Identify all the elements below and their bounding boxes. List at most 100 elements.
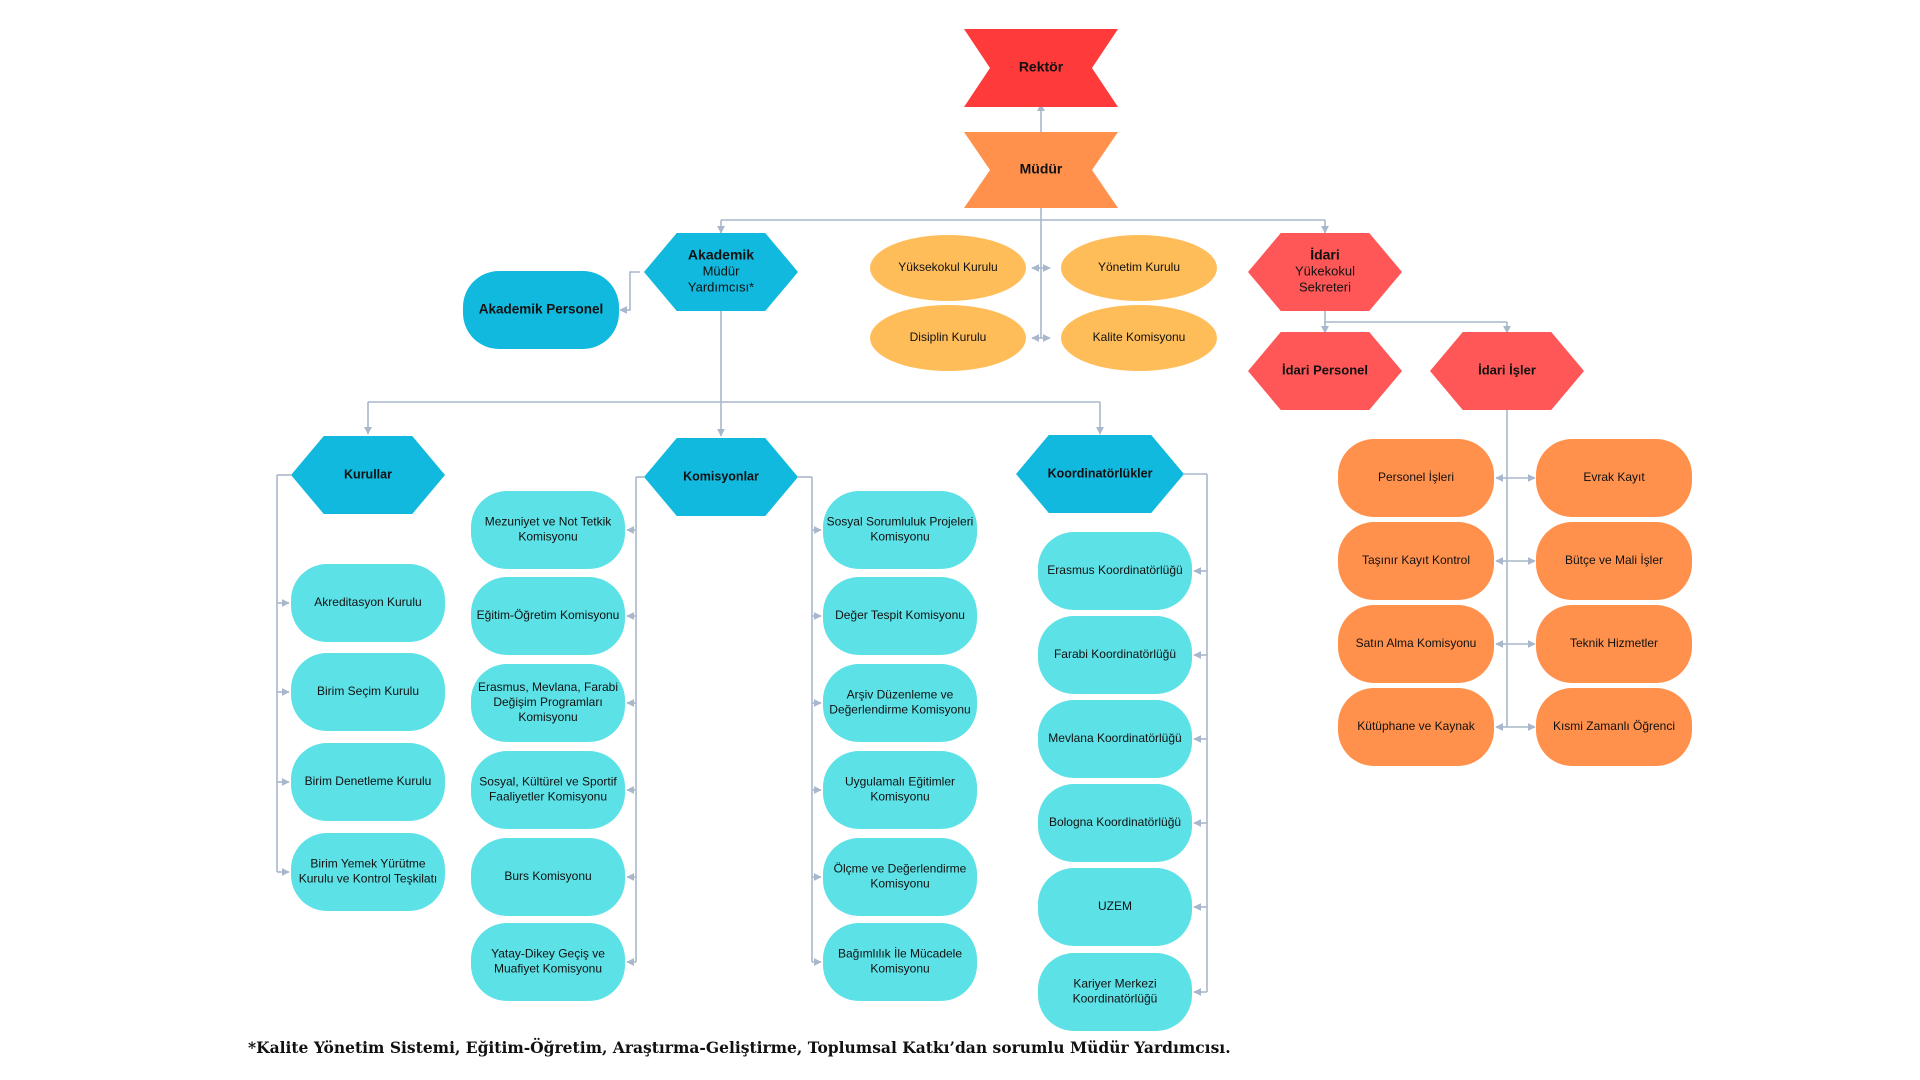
komisyon-left-item-erasmus-mevlana-farabi-degisim-programla-label-1: Erasmus, Mevlana, Farabi (478, 680, 618, 694)
koordinatorlukler-node-label: Koordinatörlükler (1048, 466, 1153, 480)
kurullar-item-birim-denetleme-kurulu-label: Birim Denetleme Kurulu (305, 774, 432, 788)
connector-akademik-personel (619, 271, 640, 314)
koord-item-mevlana-koordinatorlugu-label: Mevlana Koordinatörlüğü (1048, 731, 1181, 745)
kurullar-item-akreditasyon-kurulu: Akreditasyon Kurulu (291, 564, 445, 642)
rektor-node-label: Rektör (1019, 59, 1064, 75)
koordinatorlukler-node: Koordinatörlükler (1016, 435, 1184, 513)
komisyon-right-item-olcme-ve-degerlendirme-komisyonu-label-2: Komisyonu (870, 877, 929, 891)
komisyonlar-node-label: Komisyonlar (683, 469, 759, 483)
idari-right-butce-ve-mali-iisler-label: Bütçe ve Mali İşler (1565, 553, 1663, 567)
idari-right-butce-ve-mali-iisler: Bütçe ve Mali İşler (1536, 522, 1692, 600)
komisyon-left-item-sosyal-kulturel-ve-sportif-faaliyetler-k-label-2: Faaliyetler Komisyonu (489, 790, 607, 804)
komisyon-left-item-burs-komisyonu: Burs Komisyonu (471, 838, 625, 916)
komisyon-right-item-sosyal-sorumluluk-projeleri-komisyonu-label-1: Sosyal Sorumluluk Projeleri (827, 515, 974, 529)
kurullar-item-birim-secim-kurulu-label: Birim Seçim Kurulu (317, 684, 419, 698)
idari-personel-node: İdari Personel (1248, 332, 1402, 410)
komisyon-right-item-deger-tespit-komisyonu-label: Değer Tespit Komisyonu (835, 608, 965, 622)
idari-right-kismi-zamanli-ogrenci-label: Kısmi Zamanlı Öğrenci (1553, 719, 1675, 733)
mudur-node-label: Müdür (1020, 161, 1063, 177)
idari-left-personel-iisleri: Personel İşleri (1338, 439, 1494, 517)
komisyon-right-item-deger-tespit-komisyonu: Değer Tespit Komisyonu (823, 577, 977, 655)
komisyon-right-item-sosyal-sorumluluk-projeleri-komisyonu-label-2: Komisyonu (870, 530, 929, 544)
rektor-node: Rektör (964, 29, 1118, 107)
idari-right-evrak-kayit: Evrak Kayıt (1536, 439, 1692, 517)
komisyon-right-item-arsiv-duzenleme-ve-degerlendirme-komisyo-label-2: Değerlendirme Komisyonu (829, 703, 970, 717)
idari-left-personel-iisleri-label: Personel İşleri (1378, 470, 1454, 484)
akademik-personel-node: Akademik Personel (463, 271, 619, 349)
idari-isler-node: İdari İşler (1430, 332, 1584, 410)
idari-yuksekokul-sekreteri-node-label-3: Sekreteri (1299, 279, 1351, 294)
yonetim-kurulu-node: Yönetim Kurulu (1061, 235, 1217, 301)
akademik-personel-node-label: Akademik Personel (479, 302, 604, 317)
kurullar-item-birim-yemek-yurutme-kurulu-ve-kontrol-te-label-1: Birim Yemek Yürütme (310, 857, 425, 871)
komisyon-left-item-erasmus-mevlana-farabi-degisim-programla-label-2: Değişim Programları (493, 695, 602, 709)
koord-item-erasmus-koordinatorlugu-label: Erasmus Koordinatörlüğü (1047, 563, 1182, 577)
komisyon-right-item-arsiv-duzenleme-ve-degerlendirme-komisyo-label-1: Arşiv Düzenleme ve (847, 688, 954, 702)
idari-left-satin-alma-komisyonu-label: Satın Alma Komisyonu (1356, 636, 1477, 650)
connector-idari-bus (1324, 310, 1507, 323)
komisyon-left-item-mezuniyet-ve-not-tetkik-komisyonu-label-2: Komisyonu (518, 530, 577, 544)
koord-item-bologna-koordinatorlugu-label: Bologna Koordinatörlüğü (1049, 815, 1181, 829)
mudur-node: Müdür (964, 132, 1118, 208)
komisyon-left-item-yatay-dikey-gecis-ve-muafiyet-komisyonu-label-1: Yatay-Dikey Geçiş ve (491, 947, 605, 961)
akademik-mudur-yardimcisi-node-label-2: Müdür (703, 263, 741, 278)
komisyon-left-item-burs-komisyonu-label: Burs Komisyonu (504, 869, 591, 883)
koord-item-bologna-koordinatorlugu: Bologna Koordinatörlüğü (1038, 784, 1192, 862)
komisyon-right-item-bagimlilik-iile-mucadele-komisyonu-label-1: Bağımlılık İle Mücadele (838, 947, 962, 961)
koord-item-mevlana-koordinatorlugu: Mevlana Koordinatörlüğü (1038, 700, 1192, 778)
koord-item-farabi-koordinatorlugu-label: Farabi Koordinatörlüğü (1054, 647, 1176, 661)
komisyon-right-item-bagimlilik-iile-mucadele-komisyonu-label-2: Komisyonu (870, 962, 929, 976)
idari-right-kismi-zamanli-ogrenci: Kısmi Zamanlı Öğrenci (1536, 688, 1692, 766)
idari-left-tasinir-kayit-kontrol: Taşınır Kayıt Kontrol (1338, 522, 1494, 600)
disiplin-kurulu-node: Disiplin Kurulu (870, 305, 1026, 371)
idari-yuksekokul-sekreteri-node-label-1: İdari (1310, 247, 1340, 263)
idari-personel-node-label: İdari Personel (1282, 362, 1368, 377)
yonetim-kurulu-node-label: Yönetim Kurulu (1098, 260, 1180, 274)
komisyon-left-item-sosyal-kulturel-ve-sportif-faaliyetler-k-label-1: Sosyal, Kültürel ve Sportif (479, 775, 617, 789)
kurullar-item-birim-denetleme-kurulu: Birim Denetleme Kurulu (291, 743, 445, 821)
idari-right-teknik-hizmetler: Teknik Hizmetler (1536, 605, 1692, 683)
komisyon-right-item-uygulamali-egitimler-komisyonu-label-2: Komisyonu (870, 790, 929, 804)
idari-left-tasinir-kayit-kontrol-label: Taşınır Kayıt Kontrol (1362, 553, 1470, 567)
kurullar-node-label: Kurullar (344, 467, 392, 481)
idari-yuksekokul-sekreteri-node-label-2: Yükekokul (1295, 263, 1355, 278)
idari-left-satin-alma-komisyonu: Satın Alma Komisyonu (1338, 605, 1494, 683)
koord-item-uzem-label: UZEM (1098, 899, 1132, 913)
connector-lines (276, 103, 1536, 996)
kurullar-item-birim-secim-kurulu: Birim Seçim Kurulu (291, 653, 445, 731)
idari-right-teknik-hizmetler-label: Teknik Hizmetler (1570, 636, 1658, 650)
yuksekokul-kurulu-node: Yüksekokul Kurulu (870, 235, 1026, 301)
koord-item-farabi-koordinatorlugu: Farabi Koordinatörlüğü (1038, 616, 1192, 694)
idari-right-evrak-kayit-label: Evrak Kayıt (1583, 470, 1645, 484)
komisyon-left-item-egitim-ogretim-komisyonu-label: Eğitim-Öğretim Komisyonu (477, 608, 620, 622)
koord-item-erasmus-koordinatorlugu: Erasmus Koordinatörlüğü (1038, 532, 1192, 610)
kurullar-item-birim-yemek-yurutme-kurulu-ve-kontrol-te-label-2: Kurulu ve Kontrol Teşkilatı (299, 872, 438, 886)
idari-left-kutuphane-ve-kaynak: Kütüphane ve Kaynak (1338, 688, 1494, 766)
koord-item-kariyer-merkezi-koordinatorlugu-label-1: Kariyer Merkezi (1073, 977, 1156, 991)
org-nodes: RektörMüdürAkademikMüdürYardımcısı*Akade… (291, 29, 1692, 1031)
kalite-komisyonu-node-label: Kalite Komisyonu (1093, 330, 1186, 344)
kalite-komisyonu-node: Kalite Komisyonu (1061, 305, 1217, 371)
komisyon-left-item-mezuniyet-ve-not-tetkik-komisyonu-label-1: Mezuniyet ve Not Tetkik (485, 515, 612, 529)
komisyon-left-item-yatay-dikey-gecis-ve-muafiyet-komisyonu-label-2: Muafiyet Komisyonu (494, 962, 602, 976)
komisyonlar-node: Komisyonlar (644, 438, 798, 516)
komisyon-right-item-olcme-ve-degerlendirme-komisyonu-label-1: Ölçme ve Değerlendirme (834, 862, 967, 876)
idari-left-kutuphane-ve-kaynak-label: Kütüphane ve Kaynak (1357, 719, 1475, 733)
koord-item-kariyer-merkezi-koordinatorlugu-label-2: Koordinatörlüğü (1073, 992, 1158, 1006)
akademik-mudur-yardimcisi-node-label-3: Yardımcısı* (688, 279, 754, 294)
yuksekokul-kurulu-node-label: Yüksekokul Kurulu (898, 260, 997, 274)
